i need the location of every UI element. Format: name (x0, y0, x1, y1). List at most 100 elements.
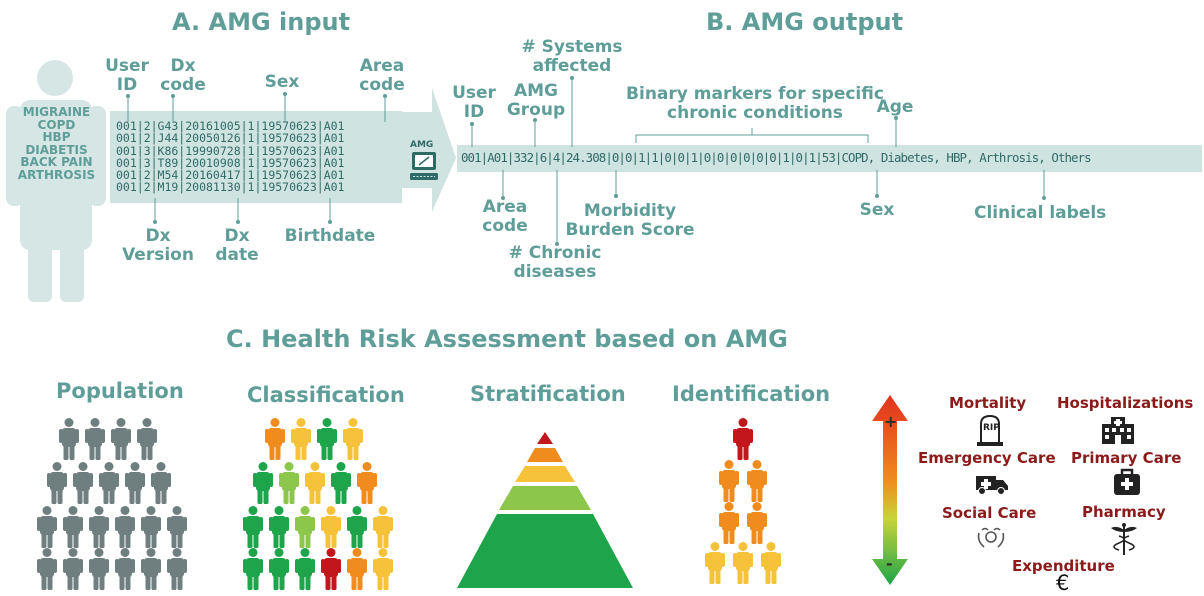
person-figure (719, 502, 739, 544)
person-figure (747, 502, 767, 544)
label-age: Age (876, 97, 914, 117)
risk-plus-sign: + (884, 412, 898, 431)
input-row: 001|2|G43|20161005|1|19570623|A01 (116, 119, 345, 133)
person-figure (167, 548, 187, 590)
outcome-emergency-care: Emergency Care (918, 449, 1056, 467)
person-figure (167, 506, 187, 548)
label-dx-version: Dx Version (122, 226, 194, 265)
section-b-title: B. AMG output (706, 8, 904, 36)
section-a-title: A. AMG input (172, 8, 351, 36)
output-data-bar (457, 145, 1202, 172)
step-identification: Identification (672, 382, 831, 406)
person-figure (291, 418, 311, 460)
risk-minus-sign: - (886, 554, 893, 573)
label-sex-a: Sex (264, 72, 300, 92)
person-figure (705, 542, 725, 584)
label-amg-group: AMG Group (506, 81, 566, 120)
person-figure (305, 462, 325, 504)
outcome-social-care: Social Care (942, 504, 1037, 522)
label-clinical-labels: Clinical labels (974, 203, 1107, 223)
person-figure (125, 462, 145, 504)
person-figure (37, 506, 57, 548)
person-figure (317, 418, 337, 460)
person-figure (89, 548, 109, 590)
person-figure (357, 462, 377, 504)
person-figure (331, 462, 351, 504)
person-figure (37, 548, 57, 590)
pyramid-level-top (537, 432, 553, 444)
person-figure (373, 506, 393, 548)
input-connectors (126, 92, 387, 224)
label-morbidity-score: Morbidity Burden Score (565, 201, 695, 240)
person-figure (47, 462, 67, 504)
caring-hands-icon (977, 527, 1005, 548)
person-figure (111, 418, 131, 460)
person-figure (321, 548, 341, 590)
condition-item: ARTHROSIS (17, 167, 96, 182)
input-row: 001|3|K86|19990728|1|19570623|A01 (116, 143, 345, 158)
label-systems-affected: # Systems affected (521, 37, 623, 76)
output-connectors (470, 76, 1046, 246)
person-figure (269, 506, 289, 548)
person-figure (85, 418, 105, 460)
outcome-hospitalizations: Hospitalizations (1057, 394, 1194, 412)
person-figure (59, 418, 79, 460)
person-figure (99, 462, 119, 504)
input-row: 001|2|M19|20081130|1|19570623|A01 (116, 180, 345, 195)
person-figure (747, 460, 767, 502)
person-figure (243, 506, 263, 548)
label-dx-date: Dx date (215, 226, 259, 265)
person-figure (719, 460, 739, 502)
person-figure (343, 418, 363, 460)
identification-group (705, 418, 781, 584)
person-figure (265, 418, 285, 460)
person-figure (347, 548, 367, 590)
input-row: 001|2|J44|20050126|1|19570623|A01 (116, 131, 345, 146)
condition-item: HBP (42, 130, 71, 144)
person-figure (115, 548, 135, 590)
person-figure (295, 548, 315, 590)
input-data-rows: 001|2|G43|20161005|1|19570623|A01 001|2|… (116, 120, 344, 194)
person-figure (373, 548, 393, 590)
amg-tool-label: AMG (410, 140, 434, 150)
outcome-pharmacy: Pharmacy (1082, 503, 1166, 521)
input-row: 001|2|M54|20160417|1|19570623|A01 (116, 168, 345, 183)
classification-group (243, 418, 393, 590)
label-area-code-a: Area code (359, 56, 405, 95)
person-figure (115, 506, 135, 548)
process-arrow (400, 88, 456, 212)
person-figure (141, 506, 161, 548)
label-chronic-diseases: # Chronic diseases (508, 243, 602, 282)
person-figure (733, 542, 753, 584)
person-figure (761, 542, 781, 584)
label-birthdate: Birthdate (284, 226, 376, 246)
population-group (37, 418, 187, 590)
person-figure (63, 548, 83, 590)
step-population: Population (56, 379, 184, 403)
person-figure (141, 548, 161, 590)
section-c-title: C. Health Risk Assessment based on AMG (226, 325, 788, 353)
person-figure (295, 506, 315, 548)
computer-icon (410, 152, 438, 180)
person-figure (63, 506, 83, 548)
label-user-id-b: User ID (452, 83, 496, 122)
medical-kit-icon (1114, 468, 1140, 495)
ambulance-icon (976, 476, 1008, 495)
label-area-code-b: Area code (482, 197, 528, 236)
person-figure (269, 548, 289, 590)
outcome-primary-care: Primary Care (1071, 449, 1182, 467)
label-sex-b: Sex (859, 200, 895, 220)
person-figure (243, 548, 263, 590)
label-binary-markers: Binary markers for specific chronic cond… (626, 84, 884, 123)
condition-item: MIGRAINE (22, 105, 91, 119)
pyramid-level-4 (499, 486, 591, 510)
person-figure (89, 506, 109, 548)
rip-text: RIP (983, 423, 1000, 433)
person-figure (73, 462, 93, 504)
person-figure (347, 506, 367, 548)
risk-gradient-arrow (872, 395, 908, 585)
input-row: 001|3|T89|20010908|1|19570623|A01 (116, 155, 345, 170)
person-figure (151, 462, 171, 504)
pyramid-level-3 (515, 466, 575, 482)
pyramid-level-2 (527, 448, 563, 462)
